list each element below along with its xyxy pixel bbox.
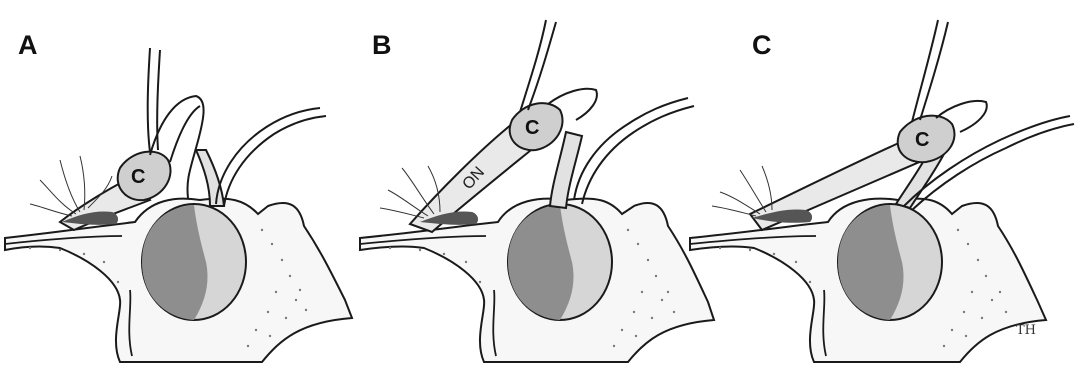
pituitary-stalk xyxy=(196,150,224,206)
vessel-2 xyxy=(157,50,160,150)
chiasm-label-c: C xyxy=(915,129,929,151)
panel-label-a: A xyxy=(18,30,38,60)
panel-label-b: B xyxy=(372,30,392,60)
optic-tract-inner xyxy=(170,106,200,162)
vessel-1 xyxy=(148,48,150,152)
vessel-4 xyxy=(224,116,326,206)
chiasm-label-a: C xyxy=(131,166,145,188)
pituitary-stalk xyxy=(550,132,582,208)
chiasm-label-b: C xyxy=(525,117,539,139)
vessel-4 xyxy=(582,106,694,204)
vessel-3 xyxy=(216,108,320,204)
illustrator-signature: TH xyxy=(1016,323,1036,338)
panel-b: B ON C xyxy=(360,20,714,362)
frond-lines xyxy=(380,166,440,218)
panel-a: A C xyxy=(5,30,352,362)
panel-c: C C TH xyxy=(690,20,1074,362)
panel-label-c: C xyxy=(752,30,772,60)
